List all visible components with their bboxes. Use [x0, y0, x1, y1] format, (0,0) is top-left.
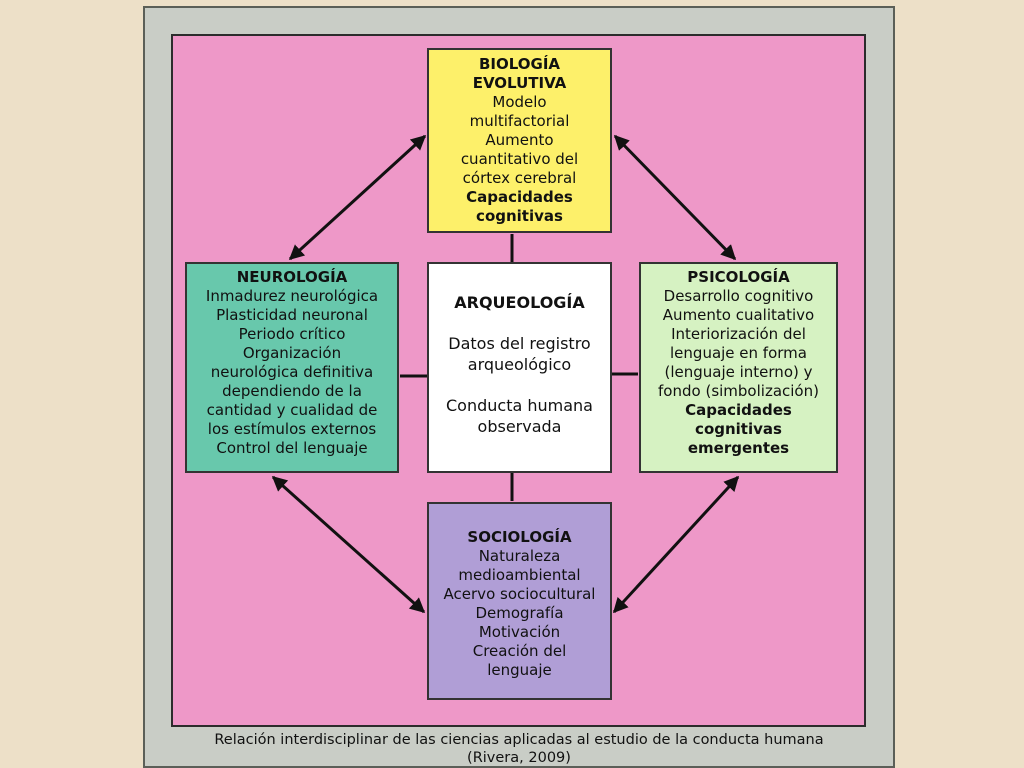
box-line: cuantitativo del: [460, 150, 579, 168]
box-line: Inmadurez neurológica: [205, 287, 379, 305]
box-title: NEUROLOGÍA: [236, 268, 348, 286]
box-line: Interiorización del: [671, 325, 806, 343]
box-line: fondo (simbolización): [658, 382, 819, 400]
arrow-neurologia-sociologia: [271, 475, 426, 614]
box-line: Control del lenguaje: [216, 439, 368, 457]
box-title: EVOLUTIVA: [472, 74, 567, 92]
box-psicologia: PSICOLOGÍA Desarrollo cognitivo Aumento …: [639, 262, 838, 473]
box-title: PSICOLOGÍA: [687, 268, 790, 286]
box-title: ARQUEOLOGÍA: [454, 293, 585, 312]
box-line: Acervo sociocultural: [443, 585, 596, 603]
box-line: lenguaje en forma: [670, 344, 807, 362]
arrow-biologia-psicologia: [613, 134, 737, 261]
box-line: Organización: [242, 344, 342, 362]
box-line: Creación del: [472, 642, 567, 660]
box-sociologia: SOCIOLOGÍA Naturaleza medioambiental Ace…: [427, 502, 612, 700]
box-line: dependiendo de la: [222, 382, 362, 400]
box-title: BIOLOGÍA: [478, 55, 561, 73]
box-line: Modelo: [492, 93, 547, 111]
box-line: Motivación: [478, 623, 561, 641]
box-line: Periodo crítico: [238, 325, 346, 343]
box-line-bold: cognitivas: [695, 420, 782, 438]
box-line: Demografía: [475, 604, 564, 622]
box-line: (lenguaje interno) y: [664, 363, 813, 381]
arrow-biologia-neurologia: [288, 134, 427, 261]
box-line: observada: [477, 417, 562, 436]
box-line: lenguaje: [487, 661, 552, 679]
box-line: multifactorial: [469, 112, 570, 130]
box-line: Naturaleza: [478, 547, 561, 565]
box-neurologia: NEUROLOGÍA Inmadurez neurológica Plastic…: [185, 262, 399, 473]
box-arqueologia: ARQUEOLOGÍA Datos del registro arqueológ…: [427, 262, 612, 473]
box-line-bold: cognitivas: [476, 207, 563, 225]
caption-citation: (Rivera, 2009): [467, 750, 571, 766]
box-line: Desarrollo cognitivo: [663, 287, 814, 305]
box-line: cantidad y cualidad de: [206, 401, 378, 419]
box-line-bold: Capacidades: [466, 188, 573, 206]
arrow-psicologia-sociologia: [612, 475, 740, 614]
box-line: los estímulos externos: [207, 420, 377, 438]
box-line: Datos del registro: [448, 334, 591, 353]
box-line: Aumento: [485, 131, 554, 149]
box-line-bold: Capacidades: [685, 401, 792, 419]
box-biologia-evolutiva: BIOLOGÍA EVOLUTIVA Modelo multifactorial…: [427, 48, 612, 233]
box-line-bold: emergentes: [687, 439, 790, 457]
box-title: SOCIOLOGÍA: [467, 528, 572, 546]
figure-caption: Relación interdisciplinar de las ciencia…: [143, 731, 895, 767]
box-line: neurológica definitiva: [210, 363, 374, 381]
caption-line: Relación interdisciplinar de las ciencia…: [214, 732, 824, 748]
box-line: medioambiental: [458, 566, 581, 584]
box-line: arqueológico: [467, 355, 572, 374]
box-line: Aumento cualitativo: [662, 306, 815, 324]
box-line: córtex cerebral: [462, 169, 577, 187]
box-line: Plasticidad neuronal: [216, 306, 368, 324]
box-line: Conducta humana: [446, 396, 593, 415]
